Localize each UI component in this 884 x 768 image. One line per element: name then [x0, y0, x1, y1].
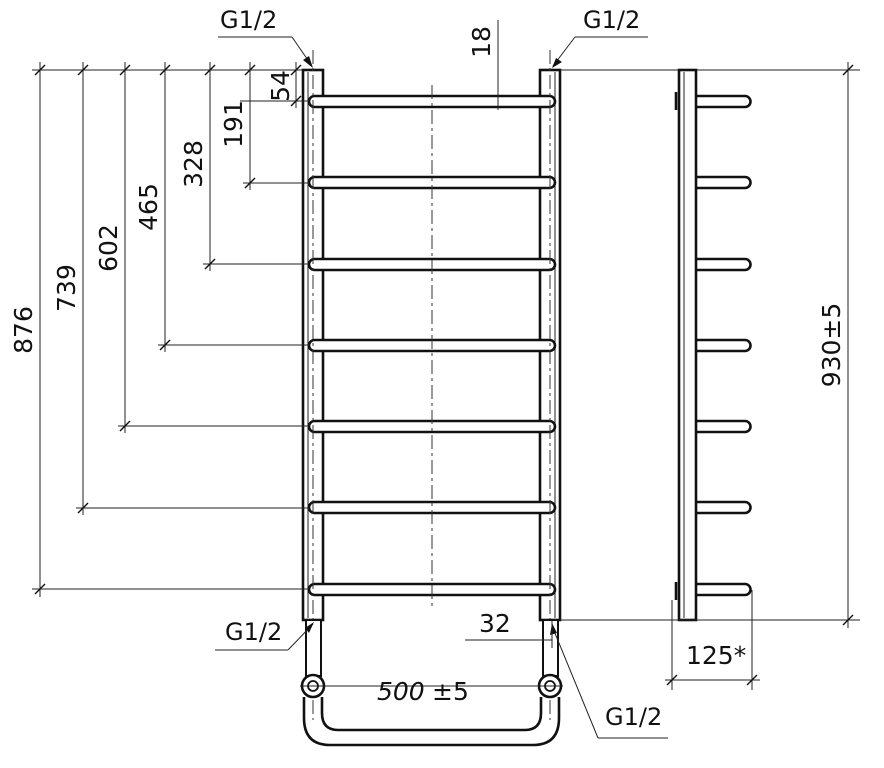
fitting-top-right: G1/2	[583, 6, 640, 34]
front-view	[301, 50, 562, 720]
dim-465: 465	[134, 183, 163, 231]
fitting-top-left: G1/2	[220, 6, 277, 34]
left-dimensions: 54 191 328 465 602 739 876	[9, 62, 309, 597]
dim-500: 500	[377, 677, 425, 706]
dim-328: 328	[179, 140, 208, 188]
dim-602: 602	[94, 224, 123, 272]
dim-191: 191	[219, 100, 248, 148]
side-rungs	[696, 94, 752, 597]
dim-18: 18	[467, 26, 496, 58]
dim-500-tol: ±5	[432, 677, 469, 706]
fitting-bottom-left: G1/2	[225, 618, 282, 646]
dim-54: 54	[266, 70, 295, 102]
dim-32: 32	[479, 609, 511, 638]
dim-876: 876	[9, 306, 38, 354]
side-post	[677, 68, 698, 622]
dim-125: 125*	[686, 641, 746, 670]
dim-930: 930±5	[817, 303, 846, 388]
dim-739: 739	[52, 264, 81, 312]
fitting-bottom-right: G1/2	[605, 703, 662, 731]
side-view: 930±5 125*	[560, 62, 860, 690]
top-annotations: G1/2 G1/2 18	[218, 6, 860, 110]
bottom-annotations: 500 ±5 G1/2 G1/2 32	[215, 609, 668, 747]
